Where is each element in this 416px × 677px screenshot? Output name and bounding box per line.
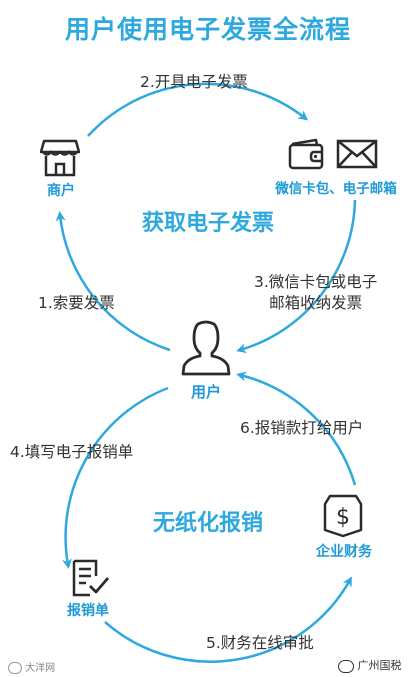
wallet-mail-label: 微信卡包、电子邮箱 <box>275 181 397 197</box>
arrow-merchant-to-wallet <box>87 82 309 137</box>
arrow-wallet-to-user <box>236 199 357 354</box>
step-5-label: 5.财务在线审批 <box>206 634 314 652</box>
wechat-icon <box>338 659 354 673</box>
step-1-label: 1.索要发票 <box>38 294 115 312</box>
arrow-finance-to-user <box>236 371 357 486</box>
user-icon <box>180 320 232 380</box>
form-check-icon <box>70 558 112 602</box>
step-6-label: 6.报销款打给用户 <box>240 419 364 437</box>
dollar-shield-icon: $ <box>322 492 364 542</box>
section-get-invoice: 获取电子发票 <box>141 211 274 236</box>
step-3-line2: 邮箱收纳发票 <box>269 294 363 312</box>
shop-icon <box>39 138 81 182</box>
page-title: 用户使用电子发票全流程 <box>64 15 351 44</box>
watermark-right-text: 广州国税 <box>357 659 402 672</box>
step-3-line1: 3.微信卡包或电子 <box>254 273 378 291</box>
step-3-label: 3.微信卡包或电子 邮箱收纳发票 <box>254 272 377 314</box>
watermark-left-text: 大洋网 <box>25 663 56 674</box>
svg-text:$: $ <box>336 505 350 530</box>
watermark-right: 广州国税 <box>338 657 402 673</box>
arrow-user-to-form <box>62 386 169 569</box>
user-label: 用户 <box>190 383 221 401</box>
envelope-icon <box>336 138 378 174</box>
section-paperless-reimburse: 无纸化报销 <box>152 511 263 536</box>
arrow-form-to-finance <box>104 576 352 663</box>
merchant-label: 商户 <box>47 183 75 199</box>
arrow-user-to-merchant <box>55 211 171 352</box>
finance-label: 企业财务 <box>316 544 372 560</box>
wallet-icon <box>288 138 326 174</box>
reimburse-form-label: 报销单 <box>67 603 109 619</box>
step-2-label: 2.开具电子发票 <box>140 73 248 91</box>
watermark-left: 大洋网 <box>8 659 55 674</box>
watermark-left-icon <box>8 662 22 674</box>
step-4-label: 4.填写电子报销单 <box>10 443 134 461</box>
